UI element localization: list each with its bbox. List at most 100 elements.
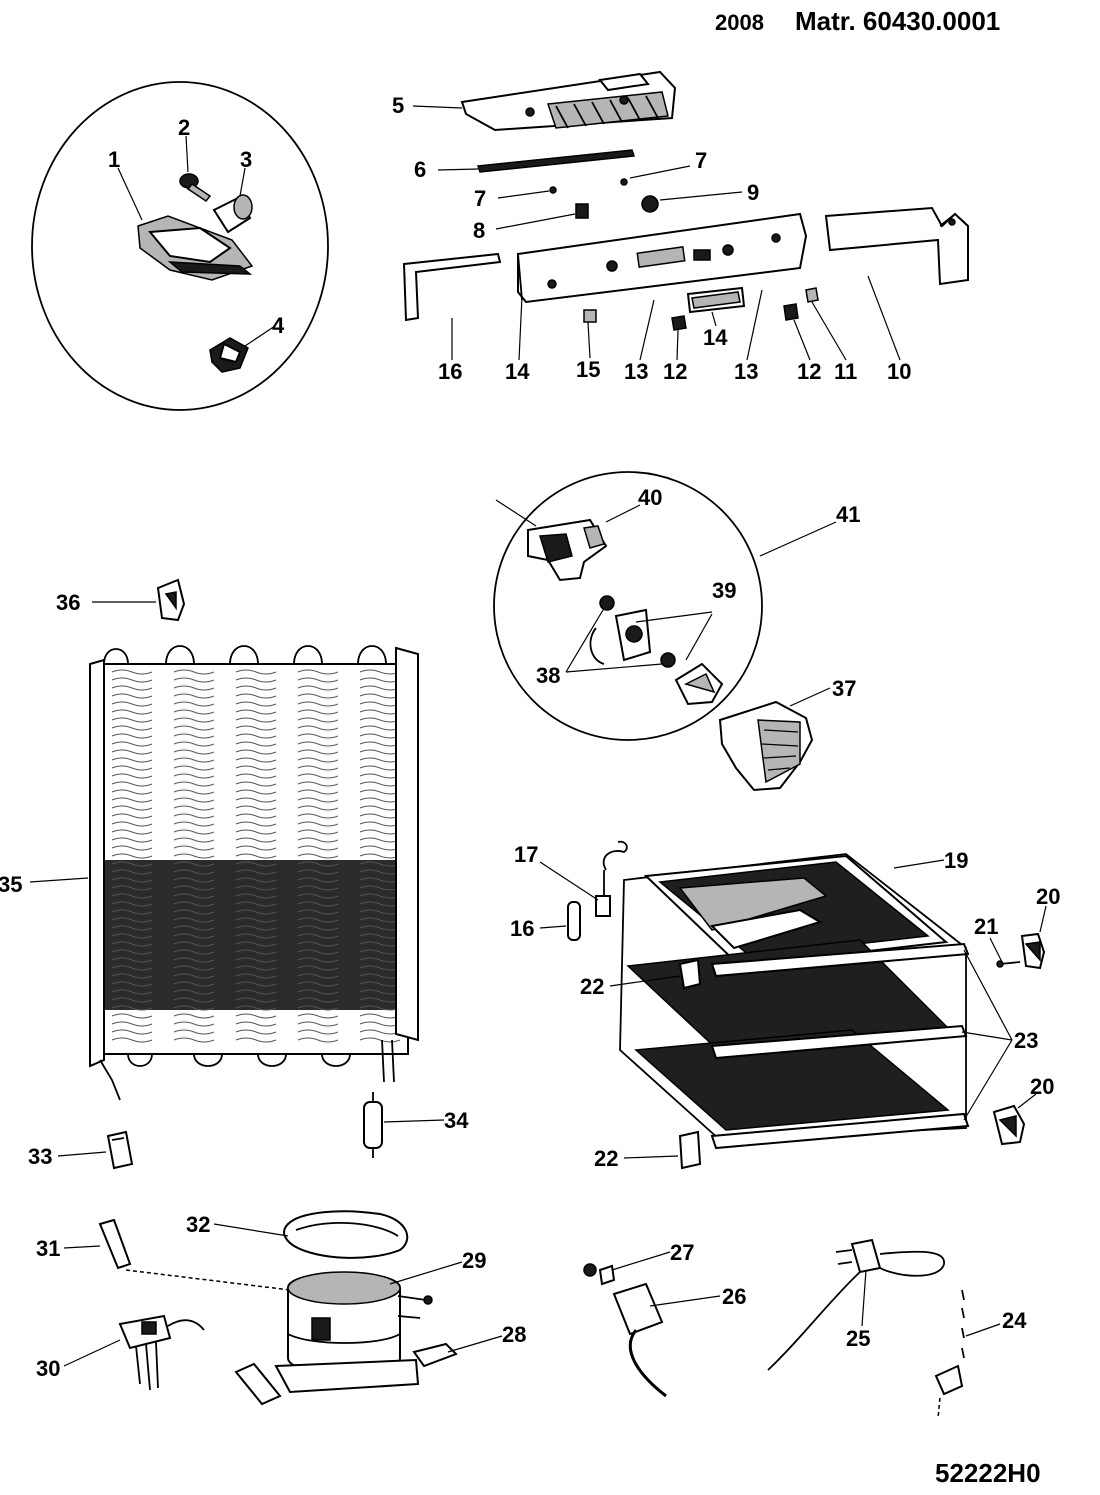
- fan-detail-circle: [493, 471, 763, 741]
- fan-cover-part[interactable]: [718, 700, 814, 792]
- fan-grommet-bottom-part[interactable]: [660, 652, 676, 668]
- label-36: 36: [56, 590, 80, 615]
- button-11-part[interactable]: [805, 287, 819, 303]
- label-35: 35: [0, 872, 22, 897]
- button-15-part[interactable]: [583, 309, 597, 323]
- lamp-switch-part[interactable]: [209, 337, 249, 373]
- knob-9-part[interactable]: [641, 195, 659, 213]
- label-41: 41: [836, 502, 860, 527]
- label-15: 15: [576, 357, 600, 382]
- label-7-right: 7: [695, 148, 707, 173]
- relay-part[interactable]: [118, 1314, 205, 1391]
- condenser-part[interactable]: [89, 645, 419, 1101]
- power-cord-part[interactable]: [767, 1238, 945, 1371]
- lamp-bulb-part[interactable]: [212, 194, 253, 234]
- shelf-bottom-part[interactable]: [710, 1112, 970, 1150]
- label-30: 30: [36, 1356, 60, 1381]
- lamp-detail-circle: [31, 81, 329, 411]
- thermostat-housing-part[interactable]: [460, 70, 677, 132]
- hinge-upper-part[interactable]: [1020, 932, 1046, 970]
- label-33: 33: [28, 1144, 52, 1169]
- cord-clamp-part[interactable]: [934, 1289, 965, 1419]
- button-12a-part[interactable]: [671, 315, 687, 331]
- fan-grommet-top-part[interactable]: [599, 595, 615, 611]
- screw-part-b[interactable]: [549, 186, 557, 194]
- label-40: 40: [638, 485, 662, 510]
- label-12-a: 12: [663, 359, 687, 384]
- fan-detail-group: 40 41 39 38 37: [493, 471, 860, 792]
- label-20-upper: 20: [1036, 884, 1060, 909]
- side-trim-right-part[interactable]: [824, 206, 969, 286]
- shelves-group: 17 16 23 19: [510, 840, 1060, 1171]
- lamp-detail-group: 1 2 3 4: [31, 81, 329, 411]
- label-16-shelf: 16: [510, 916, 534, 941]
- shelf-top-part[interactable]: [710, 942, 970, 978]
- label-37: 37: [832, 676, 856, 701]
- label-10: 10: [887, 359, 911, 384]
- label-23: 23: [1014, 1028, 1038, 1053]
- matricola-number: Matr. 60430.0001: [795, 6, 1001, 36]
- fan-bracket-part[interactable]: [527, 518, 608, 582]
- label-34: 34: [444, 1108, 469, 1133]
- side-trim-left-part[interactable]: [402, 252, 502, 322]
- capacitor-part[interactable]: [612, 1282, 667, 1398]
- display-panel-part[interactable]: [686, 286, 746, 314]
- label-11: 11: [834, 359, 857, 384]
- drier-34-part[interactable]: [363, 1092, 383, 1158]
- shelf-middle-part[interactable]: [710, 1024, 968, 1060]
- label-32: 32: [186, 1212, 210, 1237]
- rubber-foot-left-part[interactable]: [234, 1362, 282, 1406]
- label-39: 39: [712, 578, 736, 603]
- evaporator-part[interactable]: [619, 853, 967, 1141]
- label-20-lower: 20: [1030, 1074, 1054, 1099]
- button-12b-part[interactable]: [783, 303, 799, 321]
- label-9: 9: [747, 180, 759, 205]
- label-12-b: 12: [797, 359, 821, 384]
- electrical-group: 27 26 25 24: [583, 1238, 1027, 1419]
- label-13-a: 13: [624, 359, 648, 384]
- label-17: 17: [514, 842, 538, 867]
- label-27: 27: [670, 1240, 694, 1265]
- hinge-screw-part[interactable]: [996, 960, 1021, 968]
- condenser-clip-part[interactable]: [156, 578, 186, 622]
- knob-8-part[interactable]: [575, 203, 589, 219]
- fan-motor-part[interactable]: [589, 608, 652, 665]
- label-25: 25: [846, 1326, 870, 1351]
- label-28: 28: [502, 1322, 526, 1347]
- label-38: 38: [536, 663, 560, 688]
- label-22-upper: 22: [580, 974, 604, 999]
- label-13-b: 13: [734, 359, 758, 384]
- label-5: 5: [392, 93, 404, 118]
- label-29: 29: [462, 1248, 486, 1273]
- control-panel-group: 5 6 7 7 9 8: [392, 70, 969, 384]
- label-19: 19: [944, 848, 968, 873]
- label-26: 26: [722, 1284, 746, 1309]
- compressor-group: 32 31 29 28: [36, 1210, 526, 1406]
- sensor-17-part[interactable]: [595, 840, 628, 917]
- screw-part[interactable]: [620, 178, 628, 186]
- lamp-screw-part[interactable]: [179, 173, 212, 203]
- label-31: 31: [36, 1236, 60, 1261]
- rubber-foot-right-part[interactable]: [412, 1342, 458, 1368]
- compressor-tube-part[interactable]: [98, 1218, 291, 1291]
- label-2: 2: [178, 115, 190, 140]
- diagram-year: 2008: [715, 10, 764, 35]
- panel-strip-part[interactable]: [476, 149, 636, 173]
- label-24: 24: [1002, 1308, 1027, 1333]
- compressor-part[interactable]: [274, 1271, 433, 1394]
- panel-front-part[interactable]: [517, 212, 808, 304]
- capacitor-clip-part[interactable]: [583, 1263, 616, 1286]
- holder-16-part[interactable]: [567, 901, 581, 941]
- fan-blade-part[interactable]: [674, 662, 724, 706]
- label-1: 1: [108, 147, 120, 172]
- label-22-lower: 22: [594, 1146, 618, 1171]
- label-3: 3: [240, 147, 252, 172]
- hinge-lower-part[interactable]: [992, 1104, 1026, 1146]
- lamp-cover-part[interactable]: [137, 215, 254, 281]
- shelf-support-upper-part[interactable]: [678, 958, 702, 990]
- filter-33-part[interactable]: [106, 1130, 134, 1170]
- shelf-support-lower-part[interactable]: [678, 1130, 702, 1170]
- label-4: 4: [272, 313, 285, 338]
- compressor-belt-part[interactable]: [283, 1210, 409, 1259]
- label-14-panel: 14: [505, 359, 530, 384]
